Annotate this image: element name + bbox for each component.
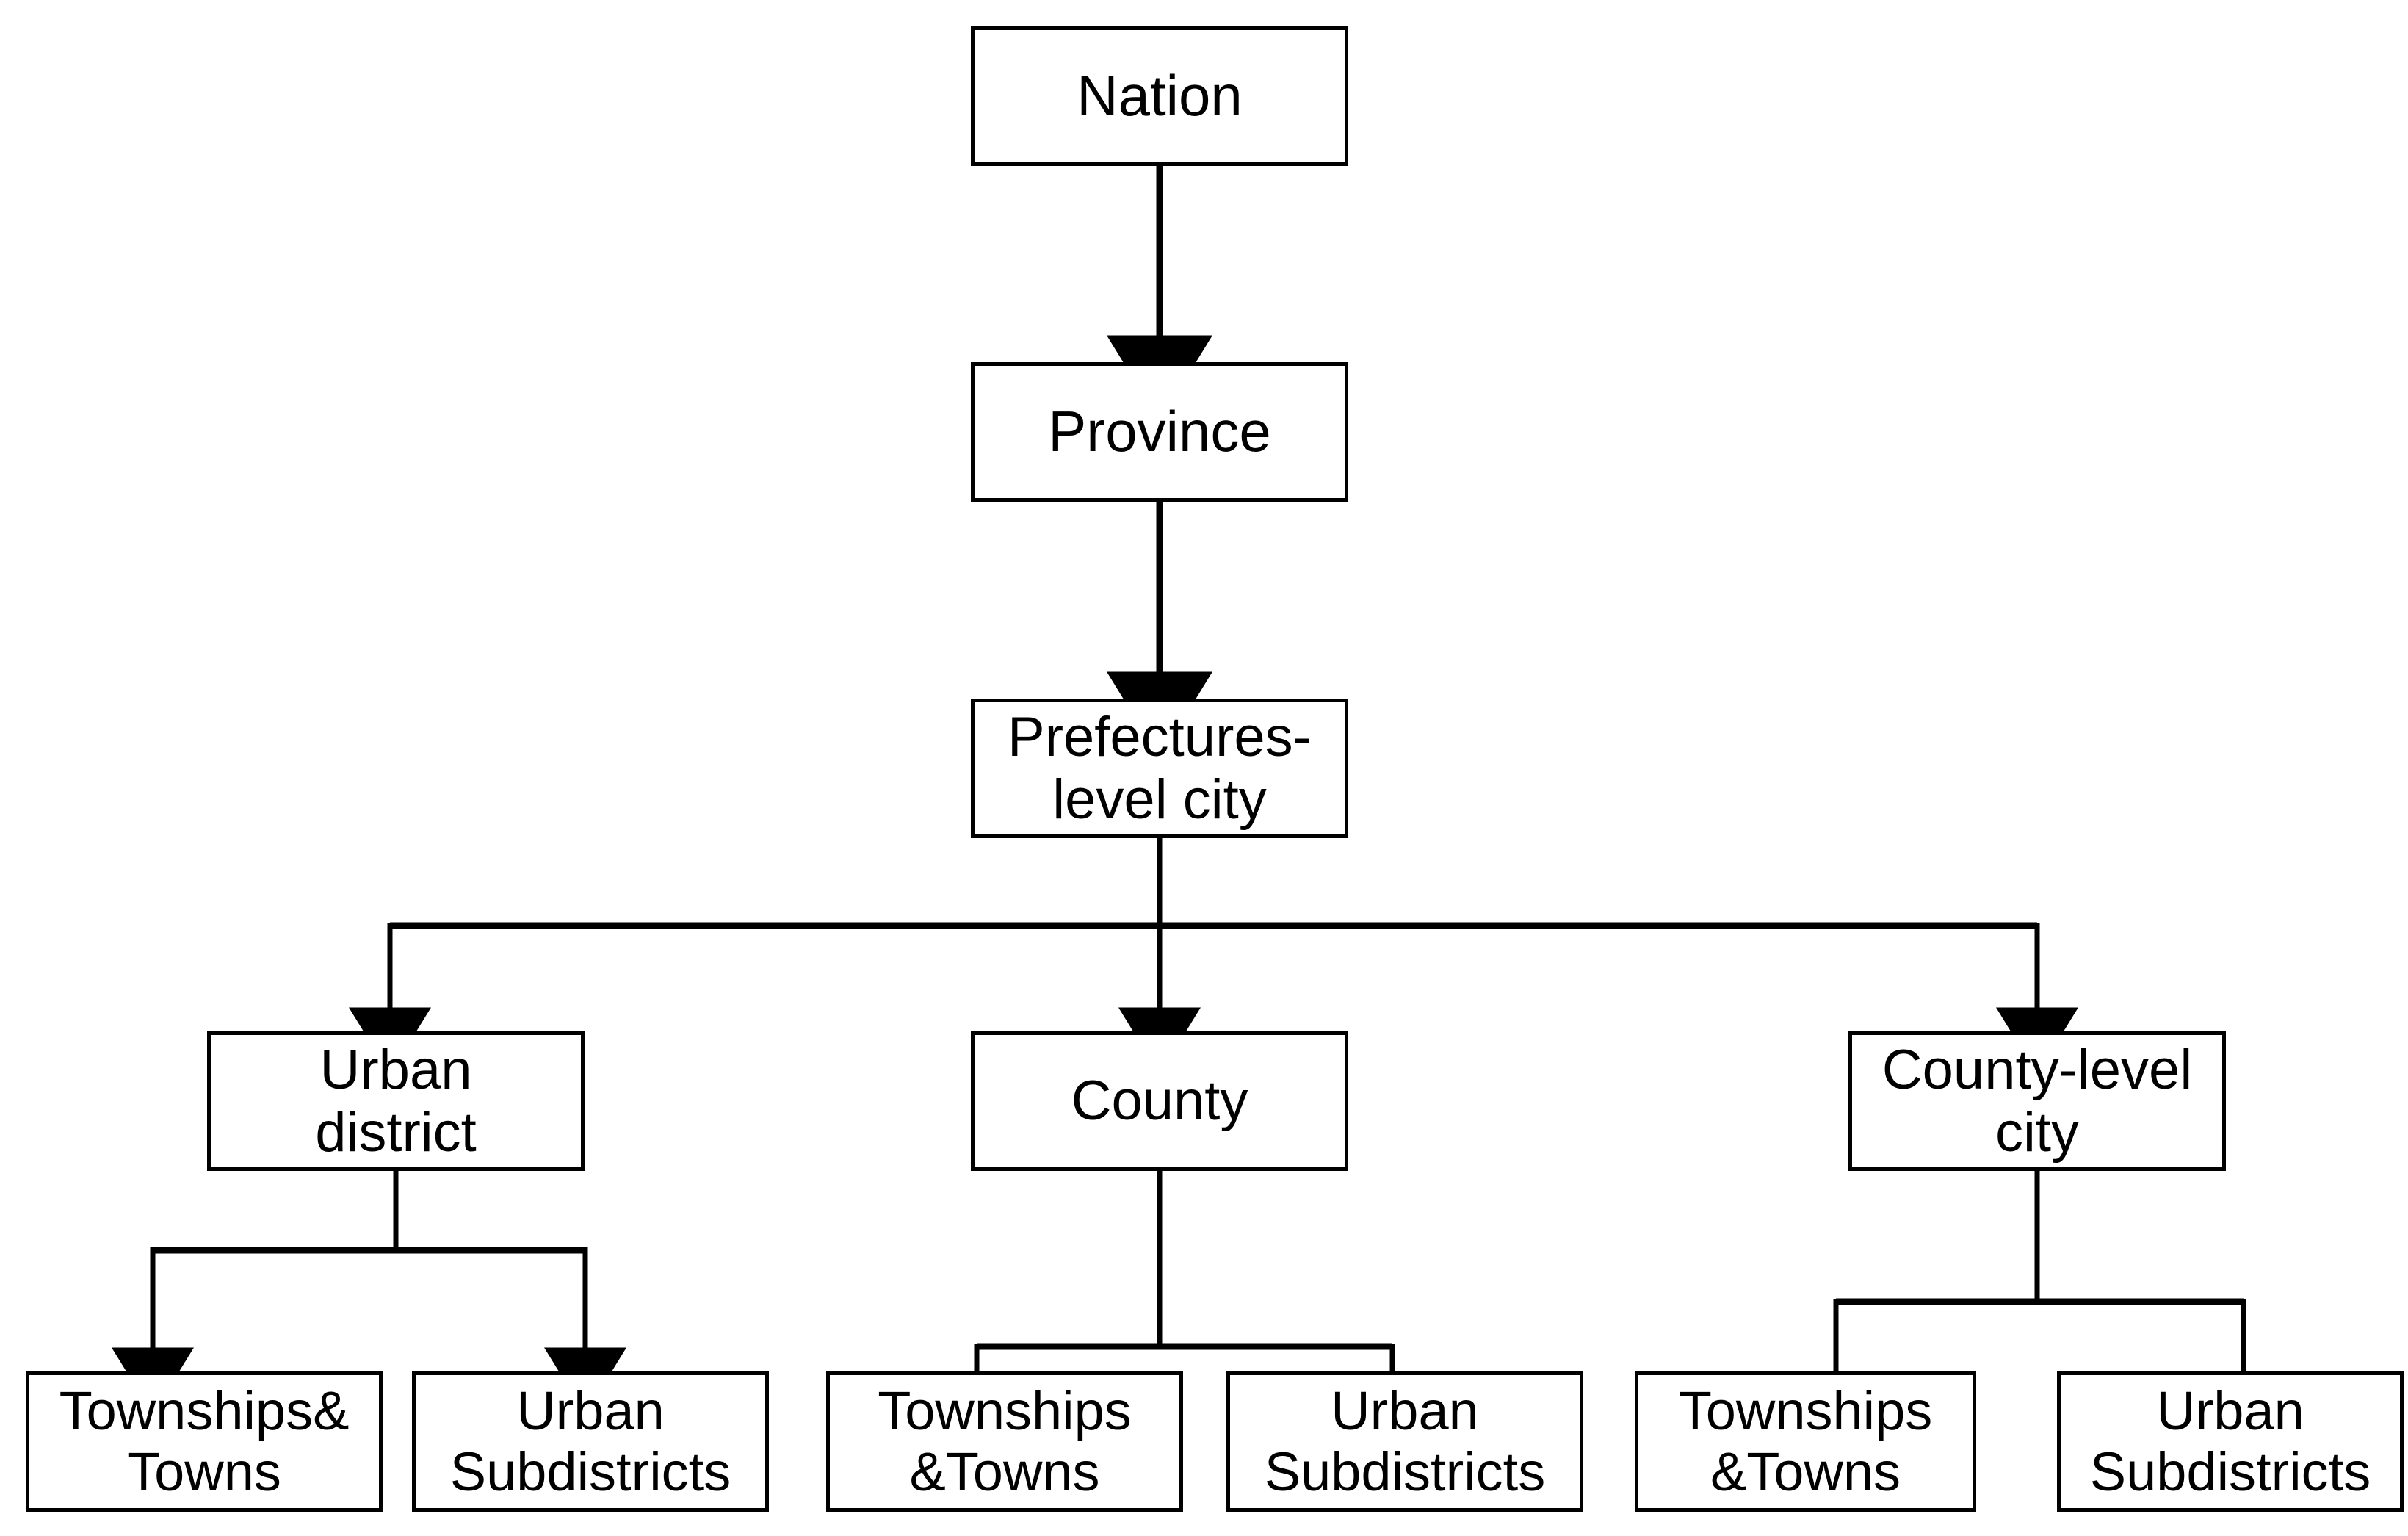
node-county-urban-subdistricts-label: Urban Subdistricts <box>1264 1380 1546 1502</box>
node-county-townships-and-towns-label: Townships &Towns <box>878 1380 1132 1502</box>
node-county-city-townships-and-towns[interactable]: Townships &Towns <box>1635 1371 1976 1512</box>
node-nation[interactable]: Nation <box>971 26 1348 166</box>
node-county[interactable]: County <box>971 1031 1348 1171</box>
node-county-label: County <box>1071 1070 1248 1133</box>
node-province-label: Province <box>1048 399 1271 464</box>
node-county-townships-and-towns[interactable]: Townships &Towns <box>826 1371 1183 1512</box>
node-county-level-city-label: County-level city <box>1881 1038 2193 1164</box>
node-county-level-city[interactable]: County-level city <box>1848 1031 2226 1171</box>
node-prefecture-level-city[interactable]: Prefectures- level city <box>971 699 1348 838</box>
node-urban-district-urban-subdistricts-label: Urban Subdistricts <box>449 1380 731 1502</box>
node-province[interactable]: Province <box>971 362 1348 502</box>
node-urban-district-townships-and-towns-label: Townships& Towns <box>59 1380 350 1502</box>
node-county-city-urban-subdistricts-label: Urban Subdistricts <box>2089 1380 2371 1502</box>
node-county-city-urban-subdistricts[interactable]: Urban Subdistricts <box>2057 1371 2404 1512</box>
node-urban-district[interactable]: Urban district <box>207 1031 585 1171</box>
node-nation-label: Nation <box>1077 63 1243 129</box>
node-urban-district-label: Urban district <box>315 1038 477 1164</box>
node-prefecture-level-city-label: Prefectures- level city <box>1008 705 1312 831</box>
node-urban-district-urban-subdistricts[interactable]: Urban Subdistricts <box>412 1371 769 1512</box>
node-urban-district-townships-and-towns[interactable]: Townships& Towns <box>26 1371 383 1512</box>
node-county-city-townships-and-towns-label: Townships &Towns <box>1678 1380 1933 1502</box>
node-county-urban-subdistricts[interactable]: Urban Subdistricts <box>1226 1371 1583 1512</box>
edge-urban-district-to-children <box>112 1171 626 1415</box>
edge-prefecture-to-level4 <box>349 838 2078 1075</box>
edge-county-city-to-children <box>1795 1171 2285 1448</box>
